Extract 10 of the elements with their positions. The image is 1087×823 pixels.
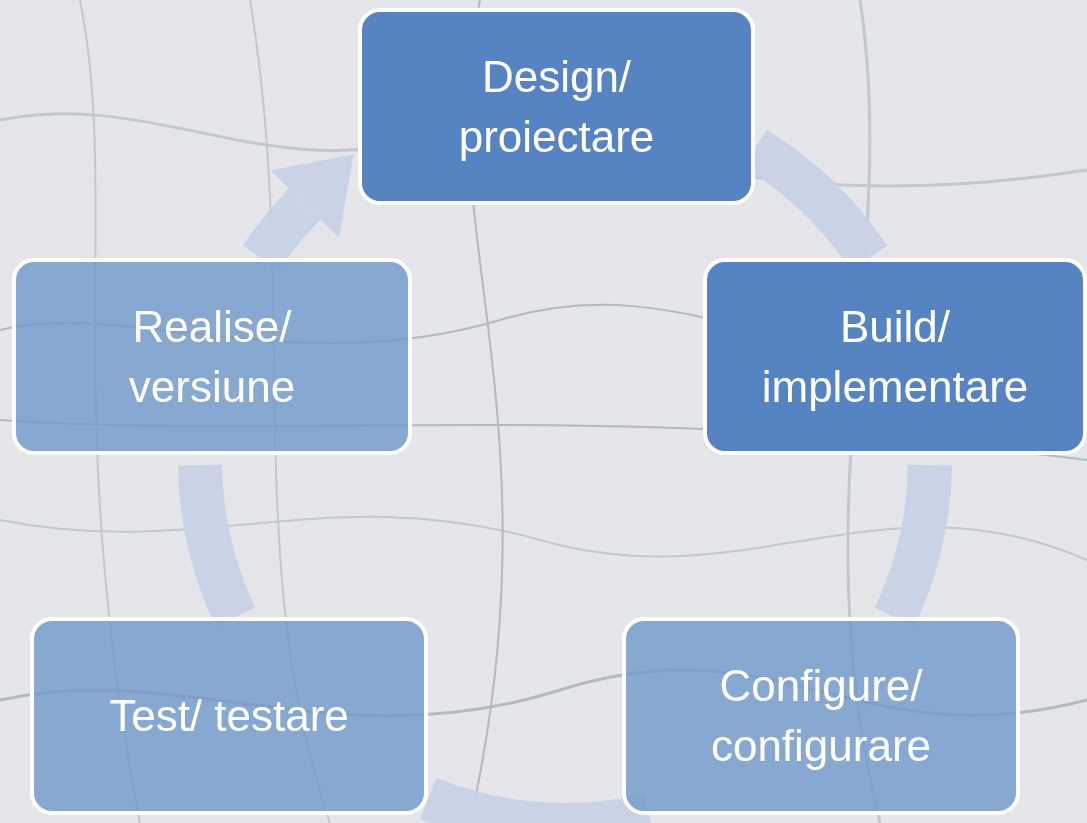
- step-label: Test/ testare: [108, 690, 350, 742]
- process-box: [12, 258, 412, 455]
- step-label: Design/ proiectare: [457, 50, 656, 163]
- step-label: Realise/ versiune: [127, 300, 297, 413]
- process-box: [358, 8, 755, 205]
- process-box: [622, 617, 1020, 815]
- step-label: Build/ implementare: [760, 300, 1030, 413]
- process-box: [30, 617, 428, 815]
- step-label: Configure/ configurare: [709, 660, 933, 772]
- process-box: [703, 258, 1087, 455]
